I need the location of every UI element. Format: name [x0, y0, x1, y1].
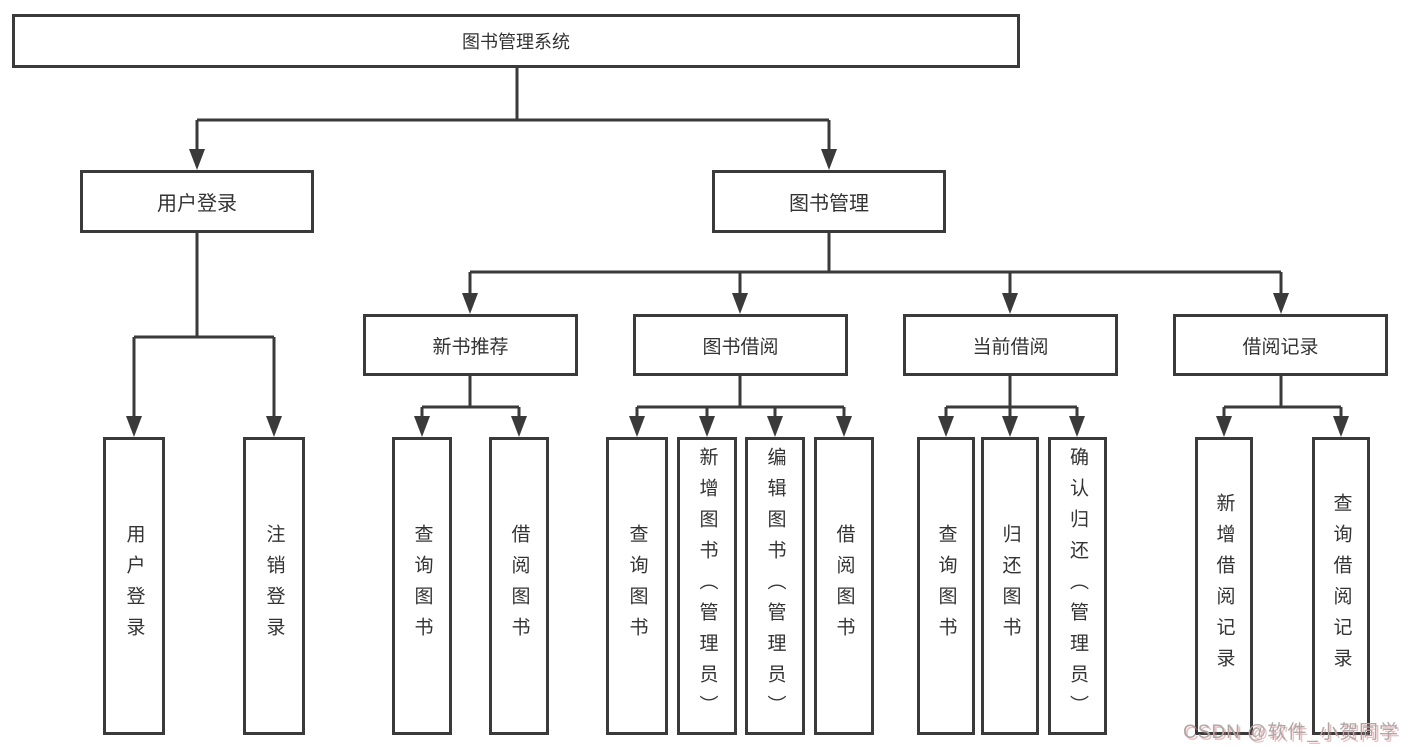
arrowhead: [511, 416, 527, 437]
arrowhead: [126, 416, 142, 437]
arrowhead: [836, 416, 852, 437]
node-label: 用户登录: [123, 524, 145, 648]
node-label: 归还图书: [999, 524, 1021, 648]
arrowhead: [266, 416, 282, 437]
arrowhead: [414, 416, 430, 437]
node-label: 当前借阅: [972, 336, 1049, 358]
arrowhead: [1069, 416, 1085, 437]
arrowhead: [767, 416, 783, 437]
node-label: 注销登录: [263, 524, 285, 648]
edge-root-to-level2: [195, 68, 831, 150]
edge-user-login-children: [132, 233, 276, 418]
node-label: 图书借阅: [702, 336, 779, 358]
leaf-edit-book-admin: 编辑图书（管理员）: [745, 437, 805, 735]
node-label: 新书推荐: [432, 336, 509, 358]
csdn-watermark: CSDN @软件_小贺同学: [1183, 722, 1399, 743]
leaf-add-borrow-record: 新增借阅记录: [1195, 437, 1253, 735]
arrowhead: [732, 293, 748, 314]
leaf-logout: 注销登录: [243, 437, 305, 735]
node-label: 查询图书: [935, 524, 957, 648]
node-label: 新增借阅记录: [1213, 493, 1235, 679]
arrowhead: [1216, 416, 1232, 437]
leaf-query-books-borrow: 查询图书: [606, 437, 668, 735]
arrowhead: [629, 416, 645, 437]
edge-book-borrow-children: [635, 376, 846, 418]
node-new-book-recommend: 新书推荐: [363, 314, 578, 376]
node-label: 新增图书（管理员）: [696, 446, 718, 726]
node-label: 查询借阅记录: [1330, 493, 1352, 679]
node-library-management-system: 图书管理系统: [12, 14, 1020, 68]
node-book-management: 图书管理: [712, 170, 946, 233]
arrowhead: [462, 293, 478, 314]
edge-book-mgmt-children: [468, 233, 1283, 295]
node-label: 确认归还（管理员）: [1067, 446, 1088, 726]
node-label: 查询图书: [411, 524, 433, 648]
leaf-borrow-books-borrow: 借阅图书: [814, 437, 874, 735]
edge-borrow-records-children: [1222, 376, 1343, 418]
arrowhead: [189, 149, 205, 170]
leaf-add-book-admin: 新增图书（管理员）: [677, 437, 737, 735]
node-label: 编辑图书（管理员）: [764, 446, 786, 726]
arrowhead: [1273, 293, 1289, 314]
arrowhead: [1333, 416, 1349, 437]
node-label: 借阅图书: [833, 524, 855, 648]
leaf-confirm-return-admin: 确认归还（管理员）: [1048, 437, 1107, 735]
node-label: 借阅图书: [508, 524, 530, 648]
leaf-return-books: 归还图书: [981, 437, 1039, 735]
node-current-borrow: 当前借阅: [903, 314, 1118, 376]
leaf-query-books-current: 查询图书: [917, 437, 975, 735]
arrowhead: [699, 416, 715, 437]
leaf-borrow-books-recommend: 借阅图书: [489, 437, 549, 735]
node-label: 查询图书: [626, 524, 648, 648]
edge-current-borrow-children: [944, 376, 1079, 418]
leaf-query-borrow-record: 查询借阅记录: [1312, 437, 1370, 735]
leaf-query-books-recommend: 查询图书: [392, 437, 452, 735]
node-label: 用户登录: [157, 193, 237, 215]
node-label: 借阅记录: [1242, 336, 1319, 358]
node-borrow-records: 借阅记录: [1173, 314, 1388, 376]
leaf-user-login: 用户登录: [103, 437, 165, 735]
node-user-login: 用户登录: [80, 170, 314, 233]
arrowhead: [1002, 293, 1018, 314]
arrowhead: [938, 416, 954, 437]
node-book-borrow: 图书借阅: [633, 314, 848, 376]
arrowhead: [821, 149, 837, 170]
node-label: 图书管理: [789, 193, 869, 215]
node-label: 图书管理系统: [462, 32, 570, 52]
arrowheads: [126, 149, 1349, 437]
arrowhead: [1002, 416, 1018, 437]
edge-new-book-children: [420, 376, 521, 418]
connector-shafts: [132, 68, 1343, 418]
